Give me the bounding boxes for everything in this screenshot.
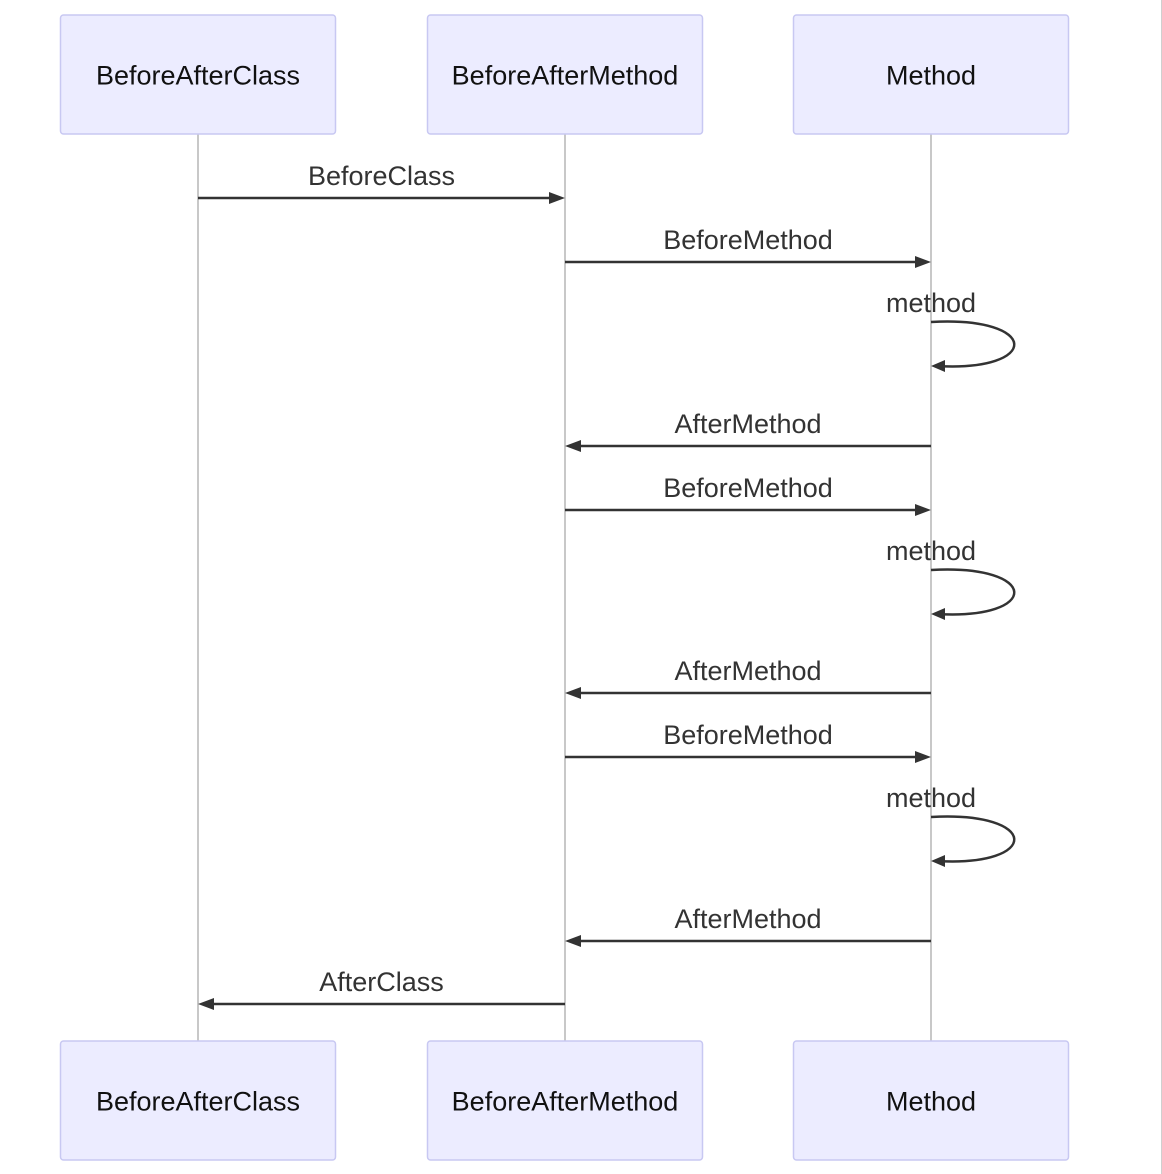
message-label: BeforeMethod — [663, 720, 833, 750]
participant-bottom-method: Method — [792, 1040, 1070, 1161]
arrowhead — [915, 751, 931, 763]
message-before-class: BeforeClass — [198, 161, 565, 204]
arrowhead — [565, 440, 581, 452]
participant-label: BeforeAfterMethod — [452, 61, 679, 91]
message-label: method — [886, 288, 976, 318]
participant-top-method: Method — [792, 14, 1070, 135]
message-label: AfterMethod — [674, 409, 821, 439]
arrowhead — [915, 504, 931, 516]
message-before-method: BeforeMethod — [565, 720, 931, 763]
message-label: BeforeMethod — [663, 225, 833, 255]
participant-box — [792, 1040, 1070, 1161]
participant-box — [59, 14, 337, 135]
arrowhead — [565, 687, 581, 699]
message-label: AfterClass — [319, 967, 444, 997]
message-after-method: AfterMethod — [565, 656, 931, 699]
message-label: AfterMethod — [674, 656, 821, 686]
message-method: method — [886, 536, 1016, 620]
participant-label: BeforeAfterMethod — [452, 1087, 679, 1117]
message-method: method — [886, 783, 1016, 867]
self-loop-arrow — [930, 815, 1016, 863]
self-loop-arrow — [930, 320, 1016, 368]
participant-box — [426, 14, 704, 135]
message-label: AfterMethod — [674, 904, 821, 934]
participant-label: BeforeAfterClass — [96, 1087, 300, 1117]
arrowhead — [931, 608, 945, 620]
participant-bottom-before-after-method: BeforeAfterMethod — [426, 1040, 704, 1161]
message-label: BeforeClass — [308, 161, 455, 191]
participant-bottom-before-after-class: BeforeAfterClass — [59, 1040, 337, 1161]
participant-top-before-after-method: BeforeAfterMethod — [426, 14, 704, 135]
arrowhead — [198, 998, 214, 1010]
participant-top-before-after-class: BeforeAfterClass — [59, 14, 337, 135]
message-before-method: BeforeMethod — [565, 225, 931, 268]
participant-box — [59, 1040, 337, 1161]
participant-label: Method — [886, 61, 976, 91]
participant-box — [792, 14, 1070, 135]
arrowhead — [915, 256, 931, 268]
participant-label: BeforeAfterClass — [96, 61, 300, 91]
self-loop-arrow — [930, 568, 1016, 616]
arrowhead — [565, 935, 581, 947]
message-label: method — [886, 783, 976, 813]
message-method: method — [886, 288, 1016, 372]
message-label: method — [886, 536, 976, 566]
message-after-class: AfterClass — [198, 967, 565, 1010]
arrowhead — [549, 192, 565, 204]
participant-label: Method — [886, 1087, 976, 1117]
participant-box — [426, 1040, 704, 1161]
arrowhead — [931, 360, 945, 372]
arrowhead — [931, 855, 945, 867]
message-after-method: AfterMethod — [565, 409, 931, 452]
message-after-method: AfterMethod — [565, 904, 931, 947]
message-before-method: BeforeMethod — [565, 473, 931, 516]
message-label: BeforeMethod — [663, 473, 833, 503]
